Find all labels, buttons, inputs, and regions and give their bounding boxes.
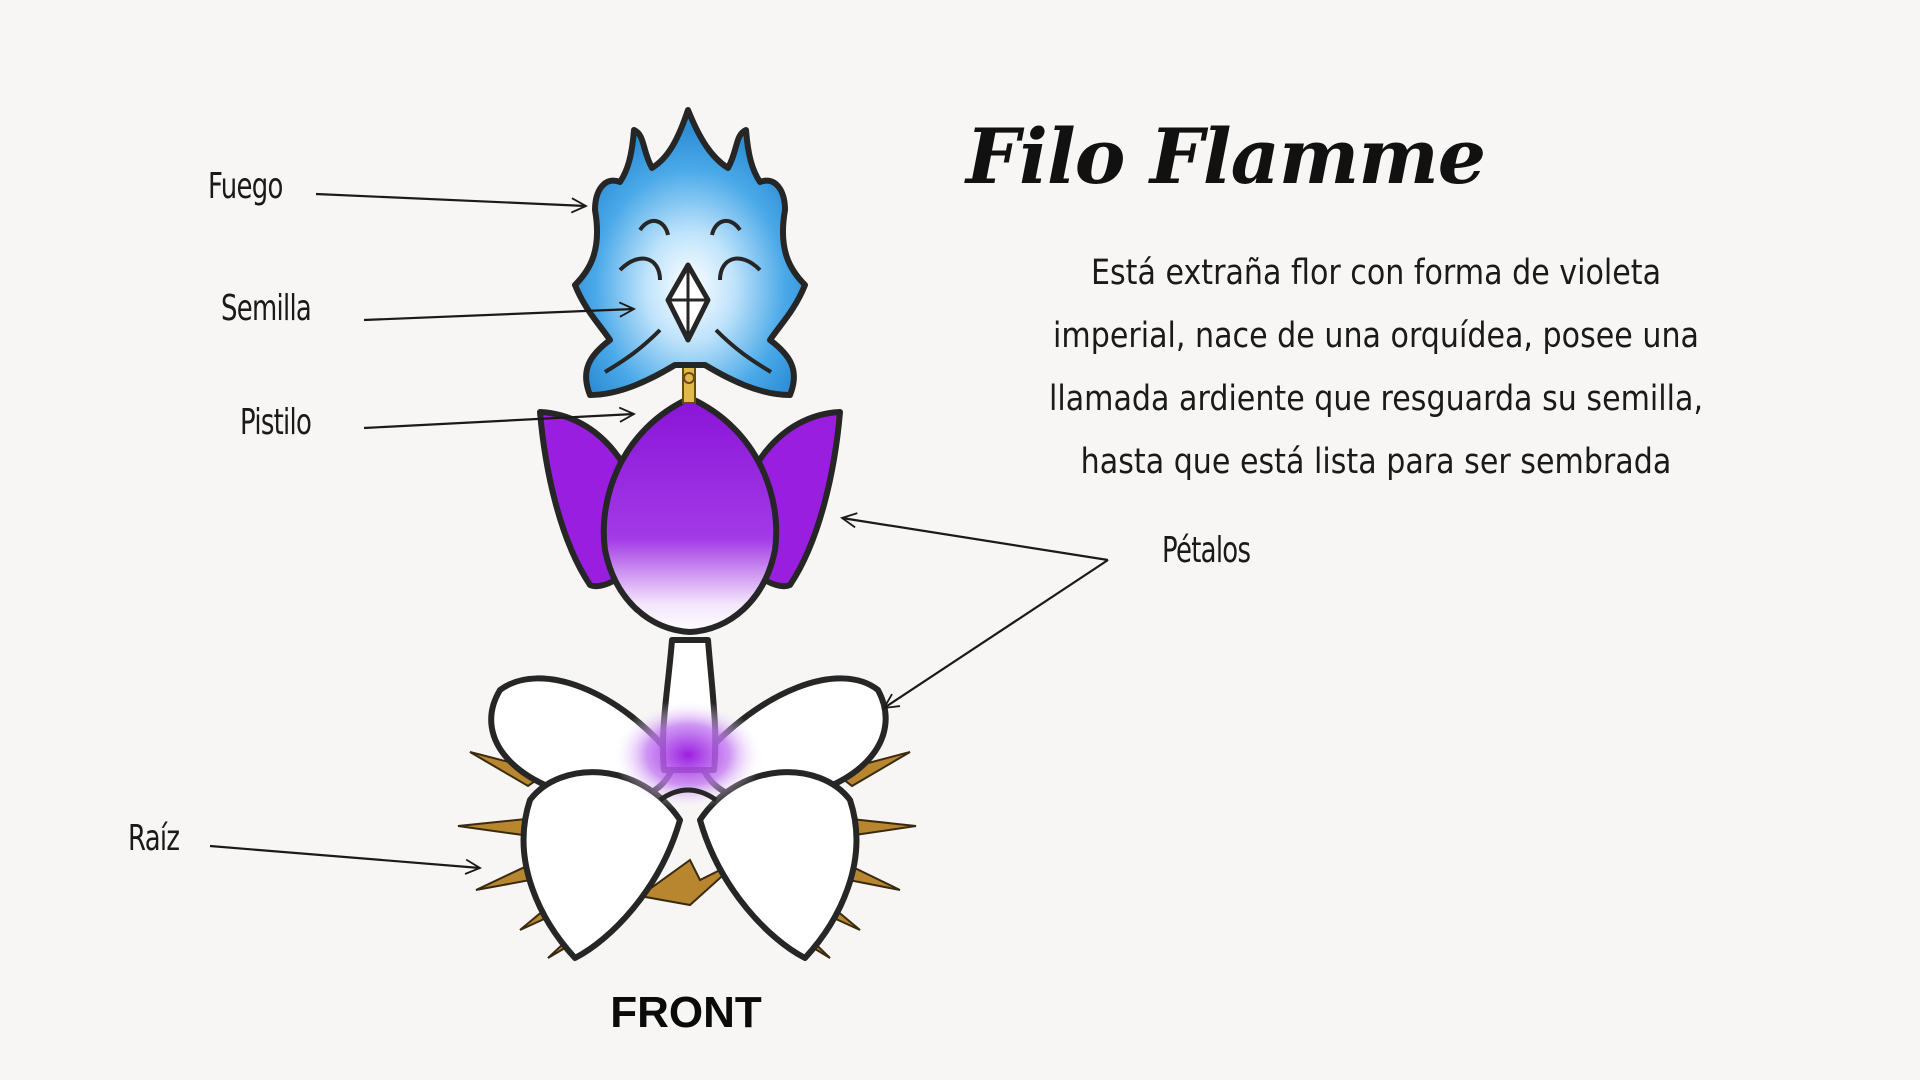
petalos-arrow-lower bbox=[884, 559, 1109, 708]
orchid-center-glow bbox=[613, 700, 763, 810]
label-semilla: Semilla bbox=[221, 288, 312, 329]
label-petalos: Pétalos bbox=[1162, 530, 1251, 571]
page-title: Filo Flamme bbox=[966, 112, 1486, 201]
leader-lines bbox=[209, 192, 1109, 868]
orchid-lip bbox=[658, 787, 718, 803]
view-label: FRONT bbox=[610, 988, 762, 1037]
raiz-arrow bbox=[209, 844, 480, 868]
flame bbox=[572, 107, 808, 398]
label-pistilo: Pistilo bbox=[240, 402, 312, 443]
petalos-arrow-upper bbox=[842, 518, 1109, 562]
tulip-petals bbox=[537, 395, 843, 635]
pistilo-arrow bbox=[363, 414, 634, 430]
fuego-arrow bbox=[315, 192, 586, 206]
label-raiz: Raíz bbox=[128, 818, 180, 859]
description-text: Está extraña flor con forma de violeta i… bbox=[1048, 253, 1704, 482]
label-fuego: Fuego bbox=[208, 166, 283, 207]
semilla-arrow bbox=[363, 309, 634, 322]
